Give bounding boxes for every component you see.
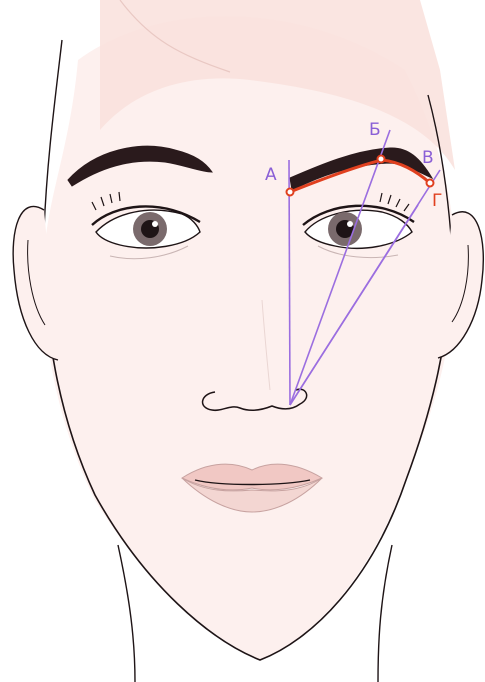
label-g: Г (432, 191, 442, 211)
label-b: Б (369, 120, 381, 140)
label-v: В (422, 148, 434, 168)
point-a (287, 189, 294, 196)
guide-line-a (289, 160, 290, 405)
neck-left-line (118, 545, 135, 682)
point-v (427, 180, 434, 187)
neck-right-line (378, 545, 392, 682)
label-a: А (265, 165, 277, 185)
point-b (378, 156, 385, 163)
